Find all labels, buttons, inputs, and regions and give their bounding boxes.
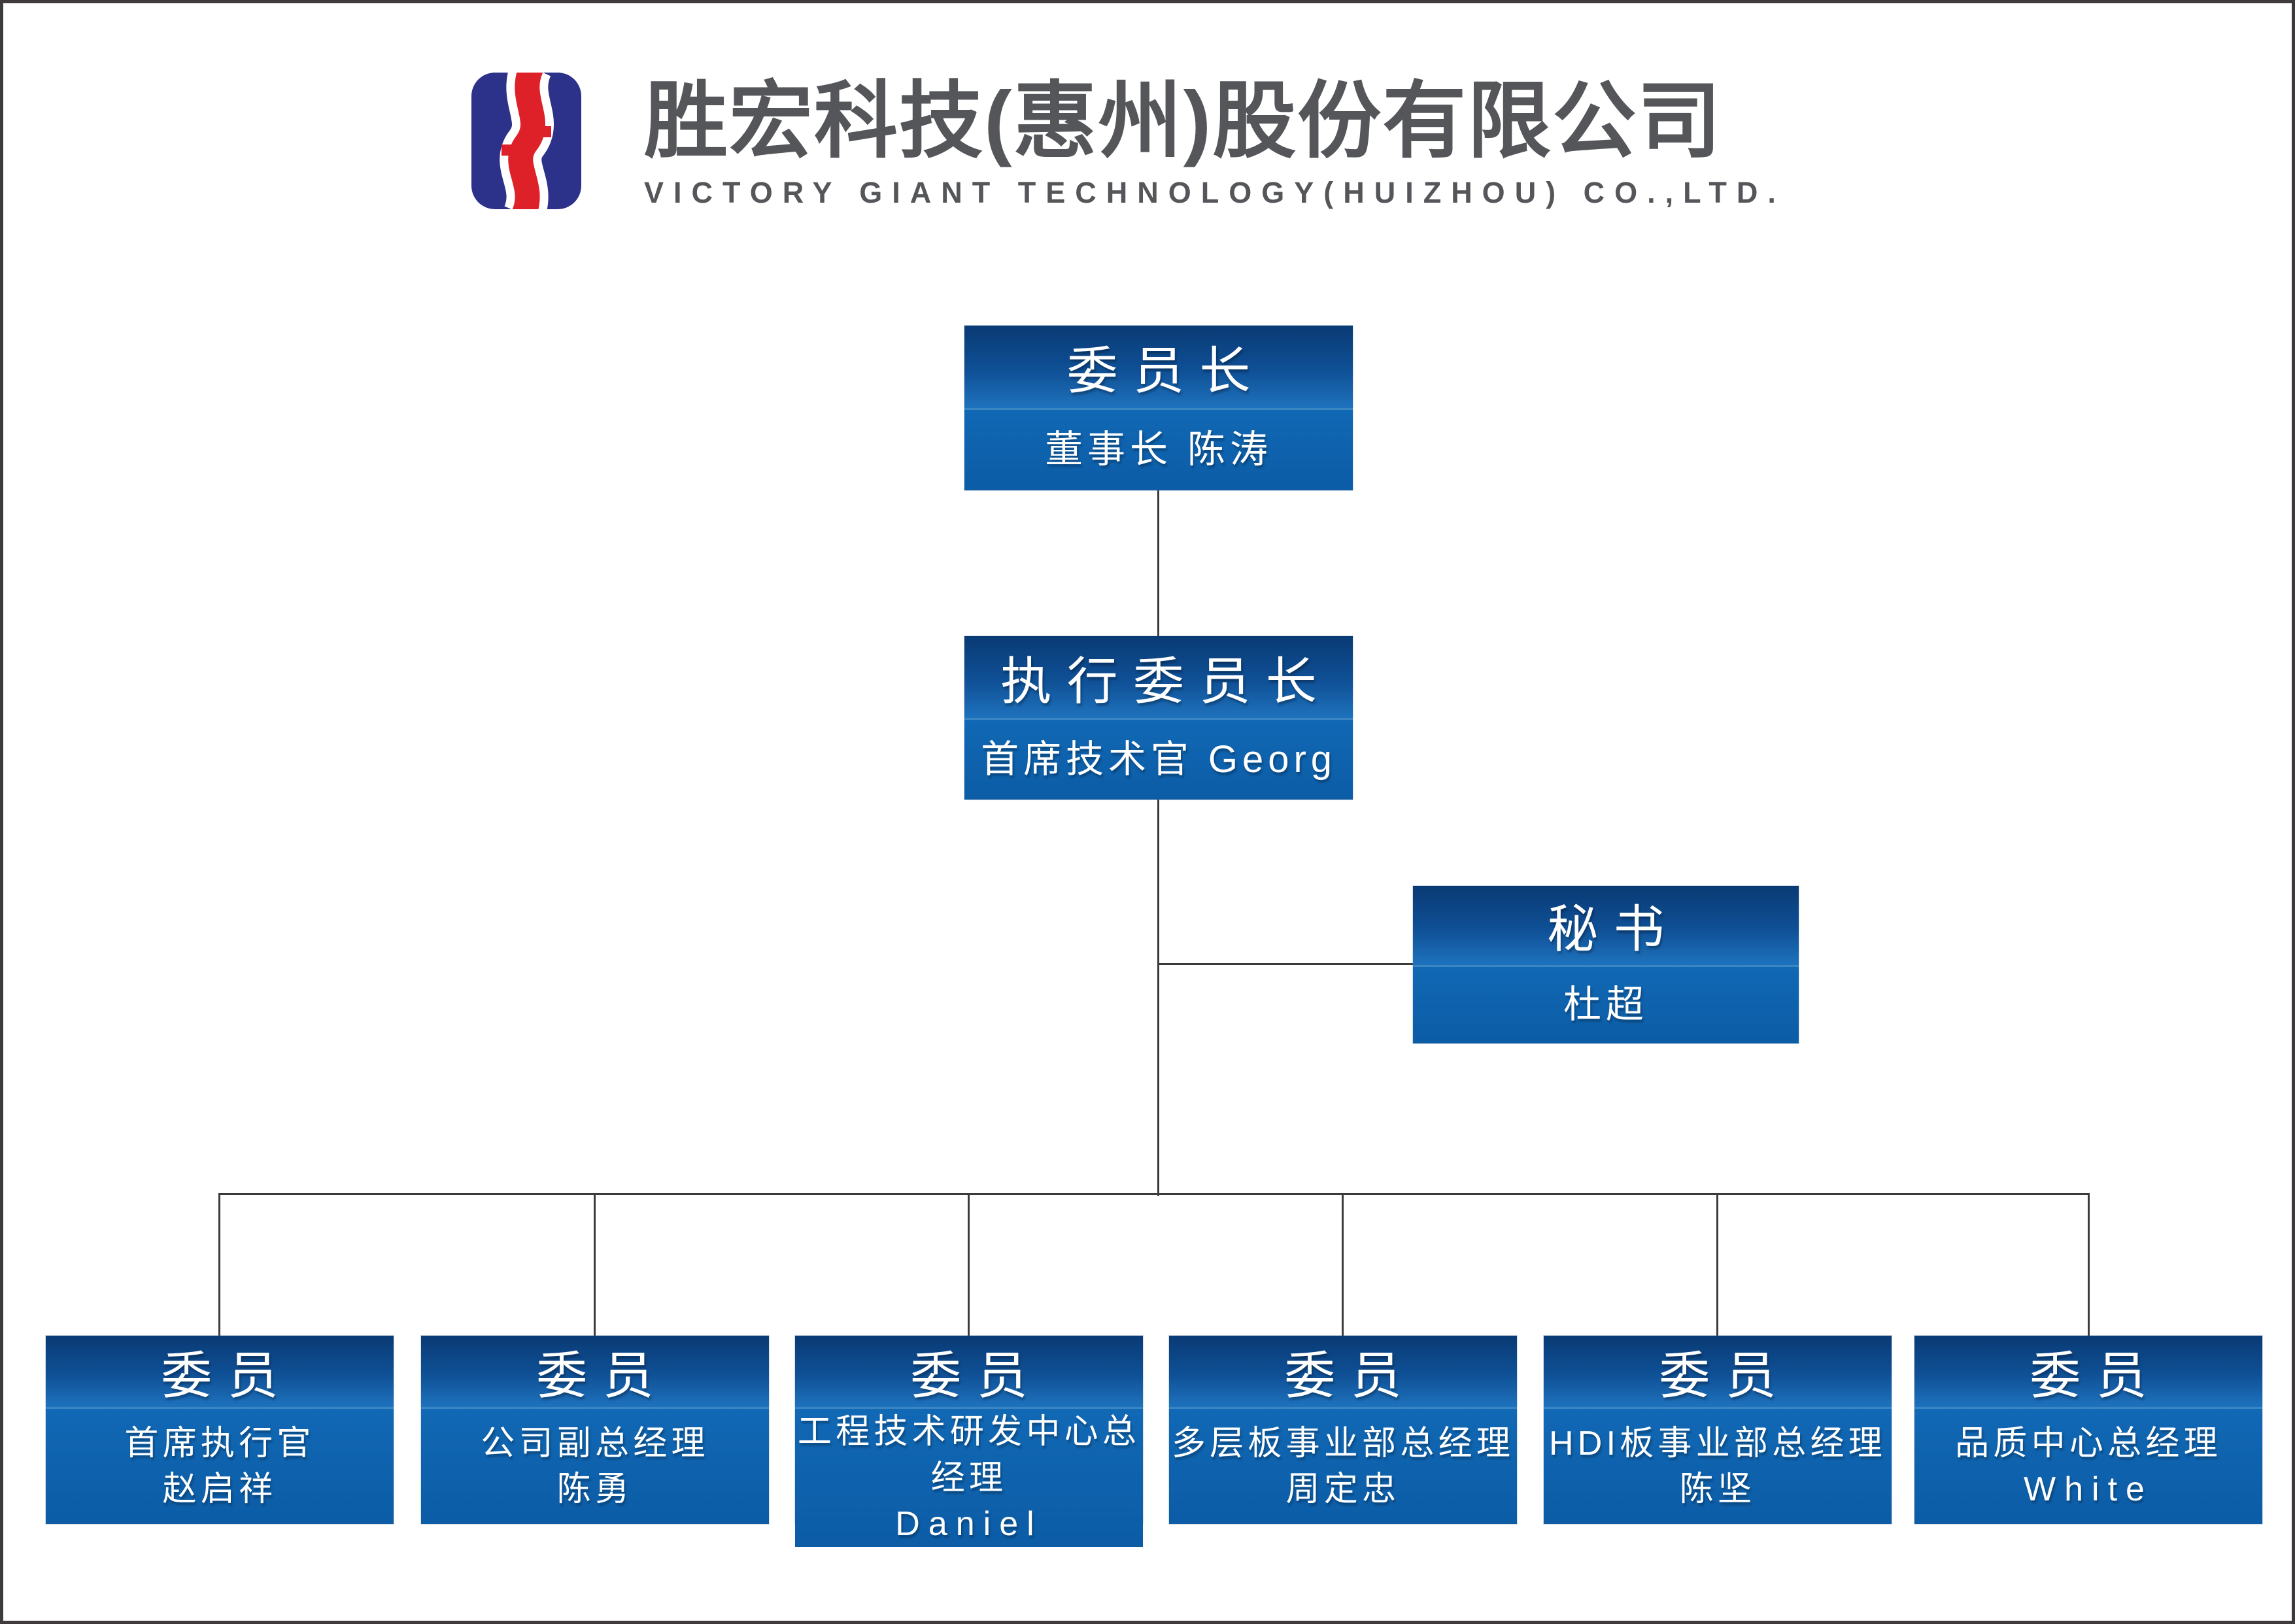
company-logo: [471, 73, 581, 209]
connector-drop-member6: [2088, 1193, 2090, 1336]
node-person: 董事长 陈涛: [1045, 428, 1272, 471]
node-person: 陈勇: [556, 1470, 634, 1509]
node-title-band: 委员: [1169, 1336, 1517, 1408]
node-title-band: 委员: [1544, 1336, 1892, 1408]
company-name-cn: 胜宏科技(惠州)股份有限公司: [644, 75, 1723, 168]
node-role: 公司副总经理: [481, 1425, 709, 1463]
connector-drop-member2: [594, 1193, 596, 1336]
org-node-member-ceo: 委员 首席执行官 赵启祥: [46, 1336, 394, 1524]
node-title: 委员: [1284, 1346, 1418, 1404]
node-person: 杜超: [1563, 983, 1648, 1026]
node-body: 品质中心总经理 White: [1914, 1407, 2262, 1524]
node-role: 品质中心总经理: [1955, 1425, 2222, 1463]
node-body: 首席技术官 Georg: [964, 718, 1353, 800]
node-role: 首席执行官: [124, 1425, 315, 1463]
node-body: 多层板事业部总经理 周定忠: [1169, 1407, 1517, 1524]
connector-exec-to-bus: [1157, 800, 1159, 1196]
node-title: 秘书: [1547, 900, 1680, 958]
node-title-band: 委员长: [964, 326, 1353, 408]
node-body: 董事长 陈涛: [964, 408, 1353, 490]
org-node-secretary: 秘书 杜超: [1413, 886, 1799, 1043]
connector-drop-member1: [218, 1193, 220, 1336]
node-title-band: 委员: [421, 1336, 769, 1408]
node-title-band: 委员: [1914, 1336, 2262, 1408]
connector-bus: [218, 1193, 2090, 1195]
org-node-chairman: 委员长 董事长 陈涛: [964, 326, 1353, 490]
org-node-member-vice-gm: 委员 公司副总经理 陈勇: [421, 1336, 769, 1524]
connector-drop-member5: [1716, 1193, 1718, 1336]
node-role: HDI板事业部总经理: [1549, 1425, 1886, 1463]
org-node-member-rnd-gm: 委员 工程技术研发中心总经理 Daniel: [795, 1336, 1143, 1547]
node-title: 委员: [910, 1346, 1044, 1404]
node-title-band: 秘书: [1413, 886, 1799, 965]
company-name-en: VICTORY GIANT TECHNOLOGY(HUIZHOU) CO.,LT…: [644, 176, 1786, 210]
node-person: 赵启祥: [162, 1470, 277, 1509]
node-title: 委员: [536, 1346, 670, 1404]
node-person: White: [2024, 1470, 2153, 1509]
node-person: 陈坚: [1679, 1470, 1756, 1509]
node-title: 委员长: [1066, 342, 1266, 399]
node-title: 委员: [2030, 1346, 2163, 1404]
node-title-band: 执行委员长: [964, 636, 1353, 718]
node-person: Daniel: [895, 1504, 1043, 1543]
node-role: 多层板事业部总经理: [1171, 1425, 1515, 1463]
org-node-member-multilayer-gm: 委员 多层板事业部总经理 周定忠: [1169, 1336, 1517, 1524]
node-body: 杜超: [1413, 964, 1799, 1043]
connector-chair-to-exec: [1157, 490, 1159, 636]
connector-drop-member4: [1342, 1193, 1344, 1336]
node-role: 工程技术研发中心总经理: [797, 1413, 1141, 1497]
connector-drop-member3: [968, 1193, 970, 1336]
connector-to-secretary: [1157, 963, 1413, 965]
node-title-band: 委员: [795, 1336, 1143, 1408]
org-node-member-hdi-gm: 委员 HDI板事业部总经理 陈坚: [1544, 1336, 1892, 1524]
node-title: 委员: [1659, 1346, 1792, 1404]
victory-giant-logo-icon: [471, 73, 581, 209]
org-node-executive-chairman: 执行委员长 首席技术官 Georg: [964, 636, 1353, 800]
node-body: 公司副总经理 陈勇: [421, 1407, 769, 1524]
node-person: 首席技术官 Georg: [981, 737, 1336, 781]
node-person: 周定忠: [1285, 1470, 1401, 1509]
node-body: 首席执行官 赵启祥: [46, 1407, 394, 1524]
org-node-member-quality-gm: 委员 品质中心总经理 White: [1914, 1336, 2262, 1524]
node-title-band: 委员: [46, 1336, 394, 1408]
node-body: 工程技术研发中心总经理 Daniel: [795, 1407, 1143, 1547]
node-title: 执行委员长: [1000, 652, 1333, 710]
node-title: 委员: [161, 1346, 294, 1404]
node-body: HDI板事业部总经理 陈坚: [1544, 1407, 1892, 1524]
company-header: 胜宏科技(惠州)股份有限公司 VICTORY GIANT TECHNOLOGY(…: [644, 76, 1786, 210]
